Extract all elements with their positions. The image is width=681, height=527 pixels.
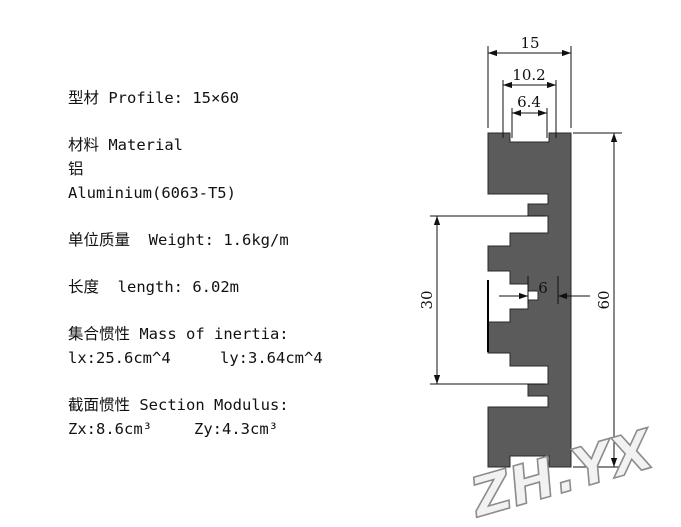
- material-value-cn: 铝: [68, 160, 84, 178]
- inertia-ix: lx:25.6cm^4: [68, 349, 171, 367]
- modulus-zy: Zy:4.3cm³: [194, 420, 278, 438]
- modulus-values: Zx:8.6cm³ Zy:4.3cm³: [68, 417, 398, 441]
- dim-slot-width: 10.2: [512, 66, 545, 84]
- profile-value: 15×60: [192, 89, 240, 107]
- weight-label: 单位质量 Weight:: [68, 231, 214, 249]
- dim-height-overall: 60: [595, 290, 613, 309]
- length-row: 长度 length: 6.02m: [68, 275, 398, 299]
- weight-row: 单位质量 Weight: 1.6kg/m: [68, 228, 398, 252]
- inertia-label: 集合惯性 Mass of inertia:: [68, 325, 289, 343]
- length-label: 长度 length:: [68, 278, 183, 296]
- inertia-values: lx:25.6cm^4 ly:3.64cm^4: [68, 346, 398, 370]
- dim-slot-pitch: 30: [418, 290, 436, 309]
- material-label: 材料 Material: [68, 136, 183, 154]
- modulus-label: 截面惯性 Section Modulus:: [68, 396, 289, 414]
- length-value: 6.02m: [192, 278, 240, 296]
- inertia-iy: ly:3.64cm^4: [220, 349, 323, 367]
- profile-label: 型材 Profile:: [68, 89, 183, 107]
- material-value-en: Aluminium(6063-T5): [68, 184, 236, 202]
- dim-center-slot: 6: [538, 279, 548, 297]
- dim-width-overall: 15: [520, 34, 539, 52]
- spec-panel: 型材 Profile: 15×60 材料 Material 铝 Aluminiu…: [68, 86, 398, 441]
- weight-value: 1.6kg/m: [223, 231, 289, 249]
- dim-slot-opening: 6.4: [517, 93, 541, 111]
- profile-cross-section: [487, 132, 572, 468]
- profile-row: 型材 Profile: 15×60: [68, 86, 398, 110]
- modulus-zx: Zx:8.6cm³: [68, 420, 152, 438]
